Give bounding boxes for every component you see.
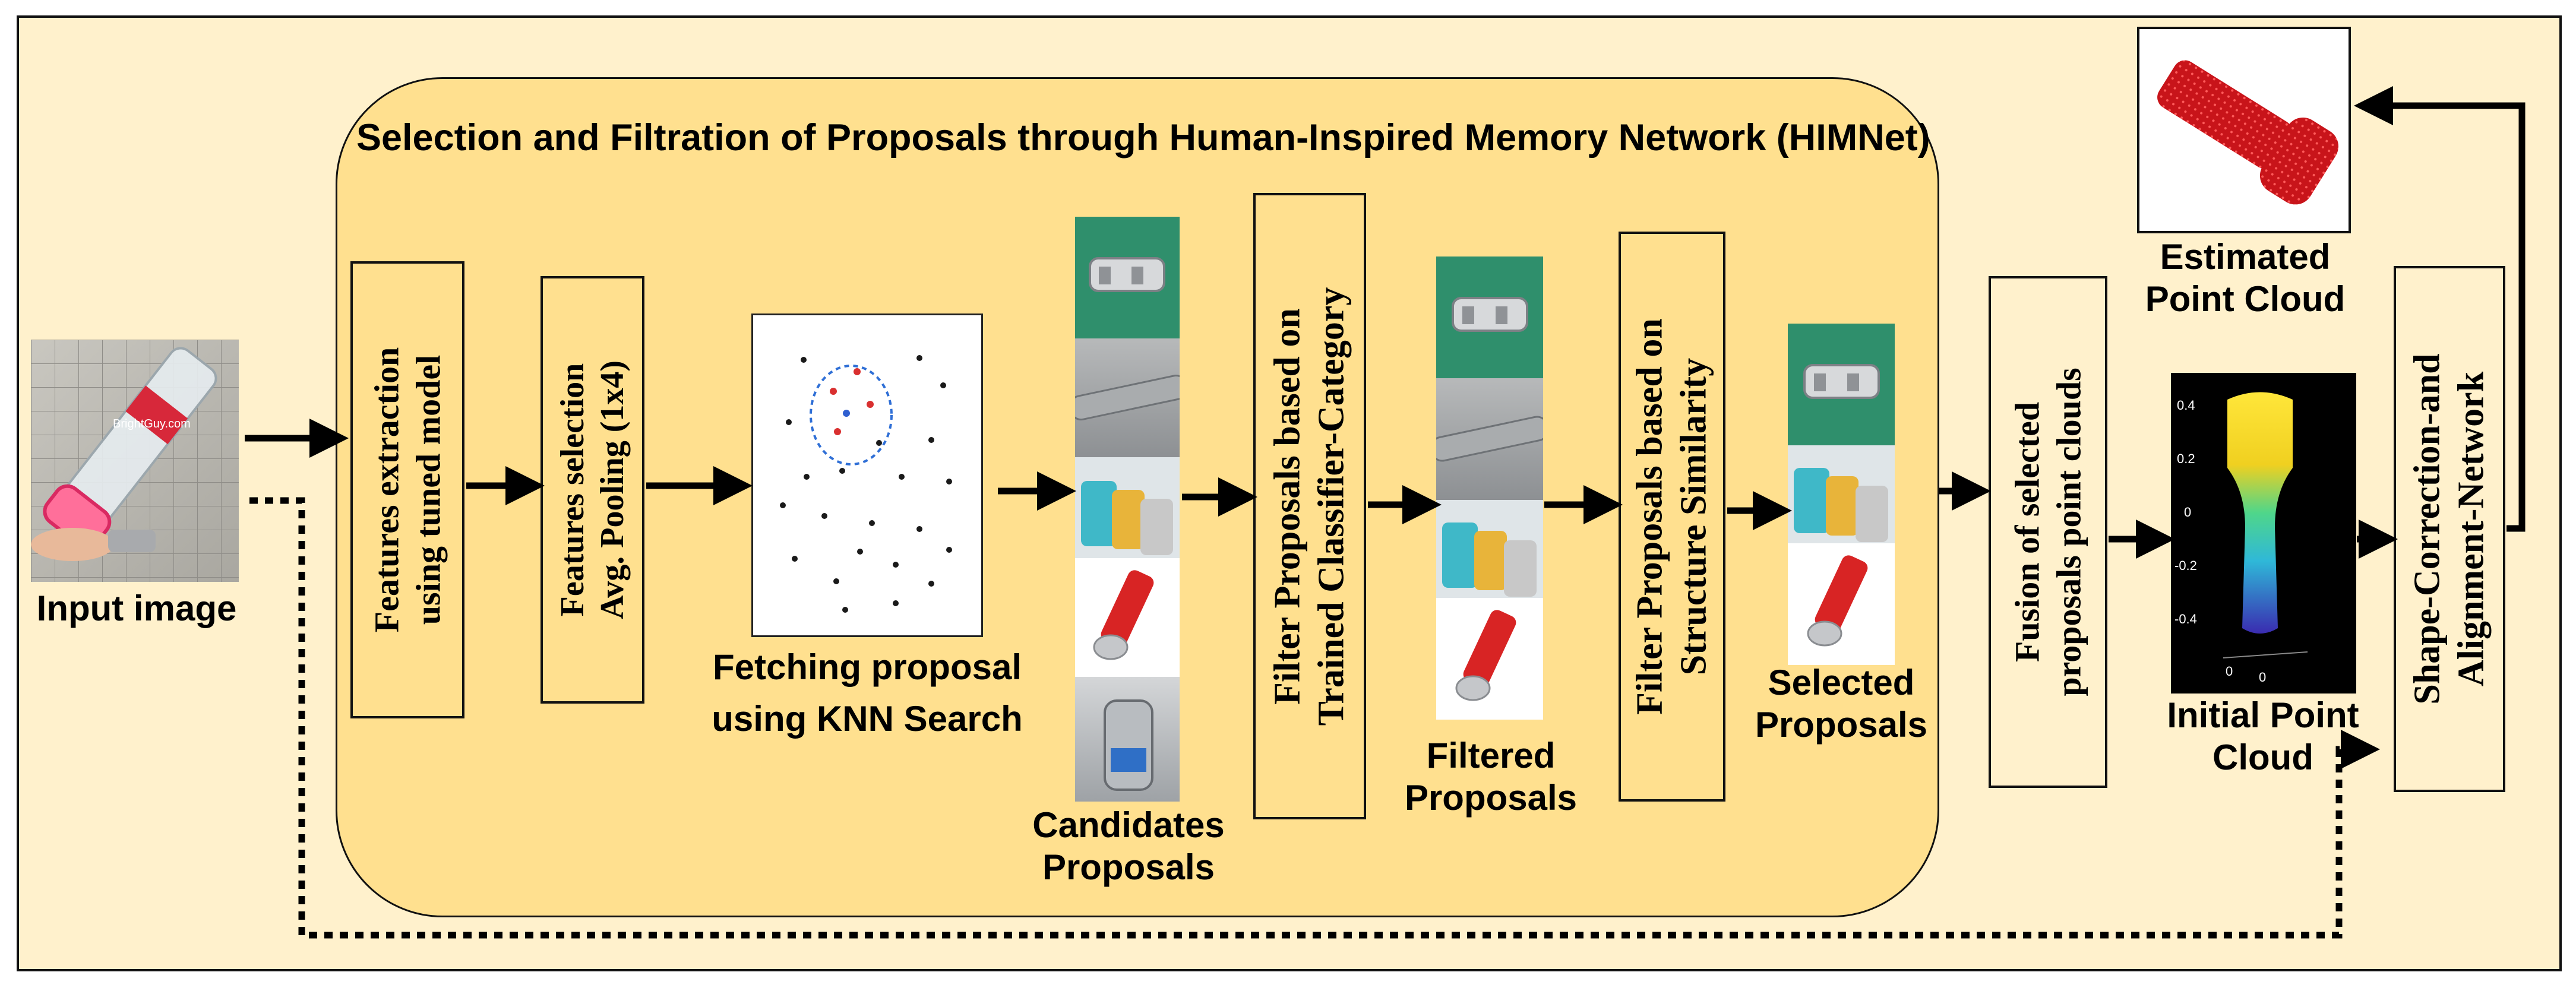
candidate-thumb-1 [1075, 217, 1180, 338]
watermark-text: BrightGuy.com [113, 417, 191, 430]
himnet-title: Selection and Filtration of Proposals th… [356, 117, 1930, 159]
knn-scatter-plot [751, 314, 983, 637]
candidate-thumb-3 [1075, 457, 1180, 558]
candidate-thumb-4 [1075, 558, 1180, 677]
selected-thumb-3 [1788, 543, 1895, 665]
heatmap-tick-3: 0 [2184, 505, 2191, 520]
candidate-thumb-5 [1075, 677, 1180, 802]
heatmap-tick-2: 0.2 [2177, 451, 2195, 466]
heatmap-xtick-2: 0 [2259, 670, 2266, 685]
filtered-thumb-4 [1436, 598, 1543, 720]
filtered-thumb-3 [1436, 500, 1543, 598]
candidate-thumb-2 [1075, 338, 1180, 457]
input-image-label: Input image [36, 588, 237, 628]
filtered-thumb-2 [1436, 378, 1543, 500]
heatmap-tick-5: -0.4 [2174, 612, 2197, 626]
arrow-shape-to-estimated [2354, 86, 2526, 532]
selected-thumb-2 [1788, 445, 1895, 543]
filtered-thumb-1 [1436, 256, 1543, 378]
selected-thumb-1 [1788, 324, 1895, 445]
estimated-point-cloud-image [2137, 27, 2351, 233]
initial-point-cloud-plot: 0.4 0.2 0 -0.2 -0.4 0 0 [2171, 373, 2356, 694]
input-image: BrightGuy.com [31, 340, 239, 582]
dotted-arrow-input-to-shape [249, 497, 2380, 939]
heatmap-tick-4: -0.2 [2174, 558, 2197, 573]
heatmap-tick-1: 0.4 [2177, 398, 2195, 413]
heatmap-xtick-1: 0 [2226, 664, 2233, 679]
